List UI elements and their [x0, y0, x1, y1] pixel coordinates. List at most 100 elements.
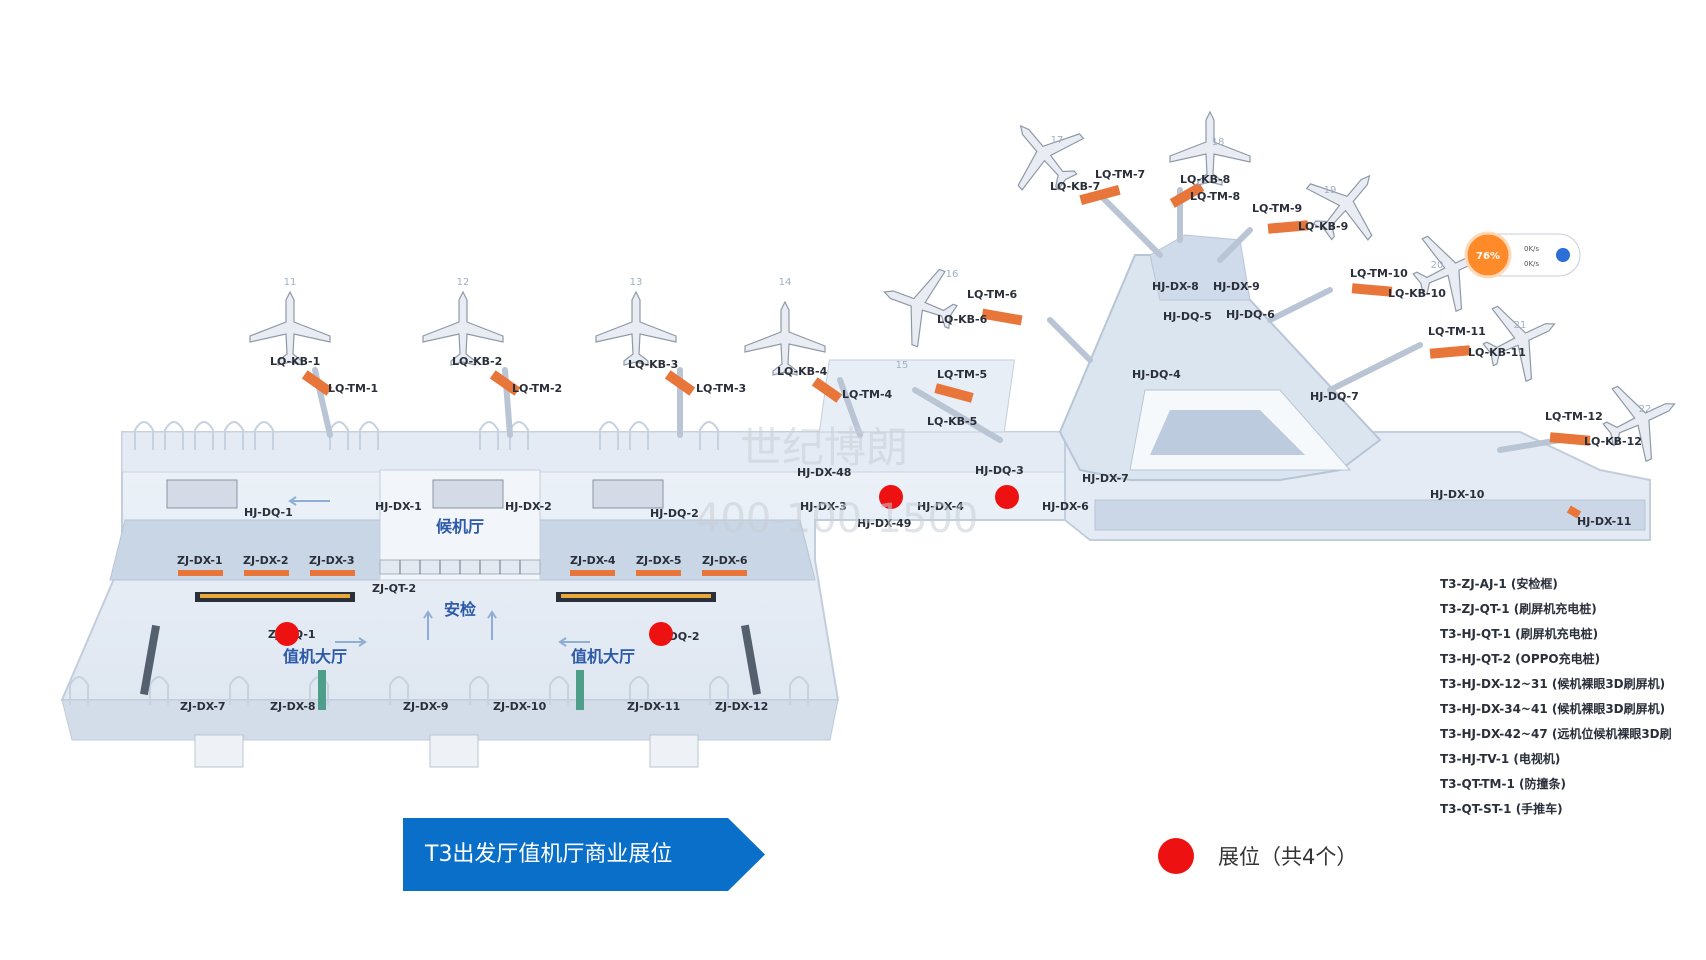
- label-zj-dx-6: ZJ-DX-6: [702, 554, 748, 567]
- label-lq-kb-6: LQ-KB-6: [937, 313, 988, 326]
- gate-18: 18: [1212, 137, 1225, 148]
- checkin-counters-left: [195, 592, 355, 602]
- label-hj-dx-9: HJ-DX-9: [1213, 280, 1260, 293]
- watermark-line2: 400-100-1500: [695, 496, 978, 542]
- label-zj-dx-10: ZJ-DX-10: [493, 700, 547, 713]
- legend-code-7: T3-HJ-DX-42~47 (远机位候机裸眼3D刷: [1440, 726, 1672, 741]
- legend-code-1: T3-ZJ-AJ-1 (安检框): [1440, 576, 1558, 591]
- gate-15: 15: [896, 360, 909, 371]
- label-zj-dx-9: ZJ-DX-9: [403, 700, 449, 713]
- label-lq-tm-2: LQ-TM-2: [512, 382, 562, 395]
- label-hj-dq-3: HJ-DQ-3: [975, 464, 1024, 477]
- gate-13: 13: [630, 277, 643, 288]
- label-hj-dx-1: HJ-DX-1: [375, 500, 422, 513]
- booth-marker-4[interactable]: [995, 485, 1019, 509]
- booth-legend-dot: [1158, 838, 1194, 874]
- booth-marker-1[interactable]: [275, 622, 299, 646]
- label-lq-tm-10: LQ-TM-10: [1350, 267, 1408, 280]
- label-lq-tm-8: LQ-TM-8: [1190, 190, 1240, 203]
- gate-11: 11: [284, 277, 297, 288]
- gate-22: 22: [1639, 404, 1652, 415]
- jet-bridges: [301, 182, 1591, 519]
- label-lq-tm-9: LQ-TM-9: [1252, 202, 1302, 215]
- label-zj-dx-8: ZJ-DX-8: [270, 700, 316, 713]
- label-lq-kb-11: LQ-KB-11: [1468, 346, 1526, 359]
- watermark-line1: 世纪博朗: [740, 423, 908, 472]
- booth-legend: 展位（共4个）: [1158, 838, 1357, 874]
- legend-code-10: T3-QT-ST-1 (手推车): [1440, 801, 1563, 816]
- label-zj-dx-4: ZJ-DX-4: [570, 554, 616, 567]
- booth-marker-2[interactable]: [649, 622, 673, 646]
- zone-checkin-left: 值机大厅: [283, 647, 347, 666]
- label-hj-dx-4: HJ-DX-4: [917, 500, 964, 513]
- page-title: T3出发厅值机厅商业展位: [425, 842, 673, 867]
- label-hj-dx-48: HJ-DX-48: [797, 466, 851, 479]
- label-lq-tm-1: LQ-TM-1: [328, 382, 378, 395]
- gate-20: 20: [1431, 260, 1444, 271]
- label-lq-kb-3: LQ-KB-3: [628, 358, 678, 371]
- label-lq-kb-1: LQ-KB-1: [270, 355, 320, 368]
- legend-code-6: T3-HJ-DX-34~41 (候机裸眼3D刷屏机): [1440, 701, 1665, 716]
- label-hj-dx-10: HJ-DX-10: [1430, 488, 1485, 501]
- gate-17: 17: [1051, 135, 1064, 146]
- label-lq-kb-2: LQ-KB-2: [452, 355, 502, 368]
- label-lq-tm-4: LQ-TM-4: [842, 388, 893, 401]
- zone-waiting-hall: 候机厅: [436, 517, 484, 536]
- label-lq-kb-9: LQ-KB-9: [1298, 220, 1348, 233]
- label-hj-dx-6: HJ-DX-6: [1042, 500, 1089, 513]
- label-zj-dx-1: ZJ-DX-1: [177, 554, 223, 567]
- label-lq-tm-11: LQ-TM-11: [1428, 325, 1486, 338]
- label-hj-dx-7: HJ-DX-7: [1082, 472, 1129, 485]
- title-banner: T3出发厅值机厅商业展位: [403, 818, 765, 891]
- label-lq-kb-5: LQ-KB-5: [927, 415, 977, 428]
- concourse: [301, 182, 1651, 541]
- label-zj-dx-7: ZJ-DX-7: [180, 700, 226, 713]
- legend-code-9: T3-QT-TM-1 (防撞条): [1440, 776, 1566, 791]
- label-lq-tm-12: LQ-TM-12: [1545, 410, 1603, 423]
- checkin-counters-right: [556, 592, 716, 602]
- label-lq-tm-6: LQ-TM-6: [967, 288, 1018, 301]
- gate-19: 19: [1324, 185, 1337, 196]
- label-lq-tm-5: LQ-TM-5: [937, 368, 987, 381]
- zone-checkin-right: 值机大厅: [571, 647, 635, 666]
- badge-down: 0K/s: [1524, 260, 1539, 268]
- label-hj-dx-3: HJ-DX-3: [800, 500, 847, 513]
- label-zj-dx-12: ZJ-DX-12: [715, 700, 768, 713]
- label-zj-dx-11: ZJ-DX-11: [627, 700, 680, 713]
- label-hj-dq-7: HJ-DQ-7: [1310, 390, 1359, 403]
- legend-code-3: T3-HJ-QT-1 (刷屏机充电桩): [1440, 626, 1598, 641]
- booth-marker-3[interactable]: [879, 485, 903, 509]
- label-hj-dq-1: HJ-DQ-1: [244, 506, 293, 519]
- main-hall: [60, 421, 1292, 768]
- label-lq-kb-7: LQ-KB-7: [1050, 180, 1100, 193]
- gate-numbers: 11 12 13 14 15 16 17 18 19 20 21 22: [284, 135, 1652, 415]
- label-hj-dq-4: HJ-DQ-4: [1132, 368, 1181, 381]
- label-hj-dx-8: HJ-DX-8: [1152, 280, 1199, 293]
- label-lq-tm-3: LQ-TM-3: [696, 382, 746, 395]
- label-lq-kb-8: LQ-KB-8: [1180, 173, 1230, 186]
- label-lq-kb-12: LQ-KB-12: [1584, 435, 1642, 448]
- label-zj-dx-2: ZJ-DX-2: [243, 554, 289, 567]
- label-zj-dx-3: ZJ-DX-3: [309, 554, 355, 567]
- booth-markers: [275, 485, 1019, 646]
- gate-21: 21: [1514, 320, 1527, 331]
- booth-legend-text: 展位（共4个）: [1218, 845, 1358, 869]
- label-hj-dq-2: HJ-DQ-2: [650, 507, 699, 520]
- legend-code-8: T3-HJ-TV-1 (电视机): [1440, 751, 1560, 766]
- gate-12: 12: [457, 277, 470, 288]
- legend-code-5: T3-HJ-DX-12~31 (候机裸眼3D刷屏机): [1440, 676, 1665, 691]
- gate-16: 16: [946, 269, 959, 280]
- label-hj-dq-5: HJ-DQ-5: [1163, 310, 1212, 323]
- security-lanes: [379, 559, 541, 575]
- label-hj-dq-6: HJ-DQ-6: [1226, 308, 1275, 321]
- label-hj-dx-2: HJ-DX-2: [505, 500, 552, 513]
- legend-code-4: T3-HJ-QT-2 (OPPO充电桩): [1440, 651, 1600, 666]
- label-zj-qt-2: ZJ-QT-2: [372, 582, 416, 595]
- label-lq-kb-4: LQ-KB-4: [777, 365, 828, 378]
- badge-up: 0K/s: [1524, 245, 1539, 253]
- speed-badge[interactable]: 76% 0K/s 0K/s: [1464, 231, 1581, 279]
- legend-code-2: T3-ZJ-QT-1 (刷屏机充电桩): [1440, 601, 1597, 616]
- label-lq-kb-10: LQ-KB-10: [1388, 287, 1446, 300]
- zone-security: 安检: [444, 600, 476, 619]
